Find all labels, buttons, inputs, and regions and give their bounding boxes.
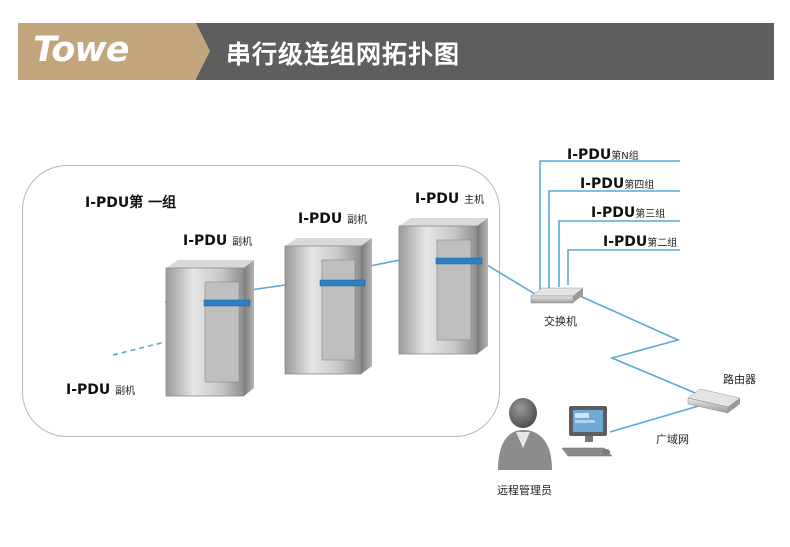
- cabinet-1-label-main: I-PDU: [183, 233, 228, 249]
- router-to-pc-link: [609, 401, 713, 433]
- cabinet-master-label: I-PDU 主机: [415, 191, 484, 207]
- master-to-switch-link: [481, 261, 536, 295]
- switch-label: 交换机: [544, 315, 577, 328]
- wan-label: 广域网: [656, 433, 689, 446]
- logo-text: Towe: [33, 30, 129, 70]
- branch-n-sub: 第N组: [611, 151, 639, 162]
- branch-link-2: [567, 249, 680, 285]
- admin-label: 远程管理员: [497, 484, 552, 497]
- branch-4-main: I-PDU: [580, 176, 625, 192]
- router-device: [687, 388, 741, 414]
- extra-slave-label-sub: 副机: [115, 386, 136, 397]
- switch-device: [530, 287, 584, 304]
- branch-3-sub: 第三组: [635, 209, 666, 220]
- computer-icon: [561, 406, 613, 457]
- branch-label-4: I-PDU第四组: [580, 176, 654, 192]
- branch-link-4: [548, 190, 680, 288]
- network-links: [112, 160, 713, 433]
- cabinet-master: [398, 218, 488, 355]
- cabinet-master-label-main: I-PDU: [415, 191, 460, 207]
- branch-link-3: [558, 220, 680, 287]
- branch-label-2: I-PDU第二组: [603, 234, 677, 250]
- branch-4-sub: 第四组: [624, 180, 655, 191]
- router-label: 路由器: [723, 373, 756, 386]
- dashed-extension-link: [112, 341, 166, 356]
- branch-2-main: I-PDU: [603, 234, 648, 250]
- brand-logo: Towe: [18, 23, 196, 80]
- branch-2-sub: 第二组: [647, 238, 678, 249]
- extra-slave-label-main: I-PDU: [66, 382, 111, 398]
- branch-n-main: I-PDU: [567, 147, 612, 163]
- group-label-main: I-PDU: [85, 195, 130, 211]
- cabinet-1-label-sub: 副机: [232, 237, 253, 248]
- cabinet-slave-1: [165, 260, 254, 397]
- cabinet-slave-2: [284, 238, 372, 375]
- branch-label-3: I-PDU第三组: [591, 205, 665, 221]
- group-one-frame: [22, 165, 500, 437]
- page-title: 串行级连组网拓扑图: [226, 40, 461, 69]
- cabinet-master-label-sub: 主机: [464, 195, 485, 206]
- administrator-icon: [498, 398, 552, 470]
- branch-3-main: I-PDU: [591, 205, 636, 221]
- group-label: I-PDU第 一组: [85, 192, 176, 212]
- cabinet-2-label: I-PDU 副机: [298, 211, 367, 227]
- logo-arrow-decoration: [196, 23, 210, 79]
- branch-link-n: [539, 160, 680, 290]
- group-label-sub: 第 一组: [129, 195, 177, 211]
- extra-slave-label: I-PDU 副机: [66, 382, 135, 398]
- cabinet-1-label: I-PDU 副机: [183, 233, 252, 249]
- switch-to-router-link: [579, 295, 701, 396]
- header-bar: Towe 串行级连组网拓扑图: [18, 23, 774, 80]
- cabinet-2-label-sub: 副机: [347, 215, 368, 226]
- cabinet-2-label-main: I-PDU: [298, 211, 343, 227]
- branch-label-n: I-PDU第N组: [567, 147, 639, 163]
